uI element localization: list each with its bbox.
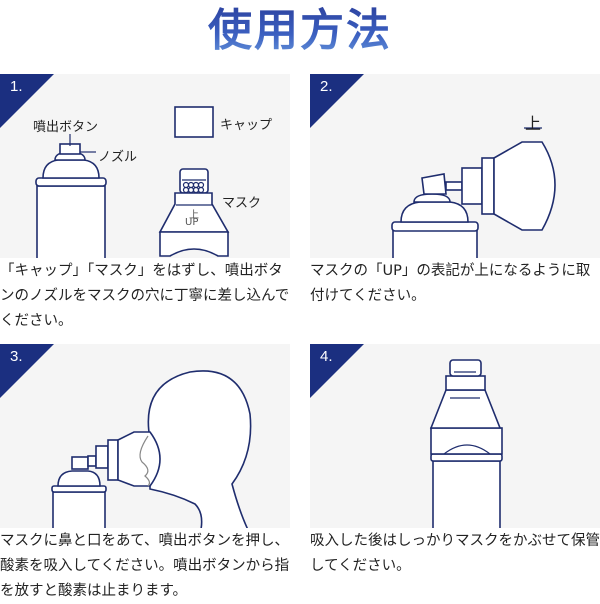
capped-can-icon — [429, 359, 503, 528]
step-1-description: 「キャップ」「マスク」をはずし、噴出ボタンのノズルをマスクの穴に丁寧に差し込んで… — [0, 263, 290, 329]
step-number: 1. — [10, 78, 23, 95]
step-4-description: 吸入した後はしっかりマスクをかぶせて保管してください。 — [310, 533, 600, 574]
inhaling-person-icon — [51, 370, 252, 528]
step-number-badge — [310, 74, 364, 128]
step-number-badge — [310, 344, 364, 398]
step-4-illustration: 4. — [310, 344, 600, 528]
label-cap: キャップ — [220, 118, 273, 133]
label-button: 噴出ボタン — [33, 120, 99, 135]
can-and-parts-icon — [35, 106, 230, 258]
label-nozzle: ノズル — [98, 150, 138, 165]
mask-up-kanji: 上 — [189, 210, 199, 221]
step-2-description: マスクの「UP」の表記が上になるように取付けてください。 — [310, 263, 591, 304]
step-number-badge — [0, 344, 54, 398]
step-number: 2. — [320, 78, 333, 95]
mask-up-label: UP — [185, 217, 199, 228]
step-2-illustration: 2. 上 — [310, 74, 600, 258]
step-number-badge — [0, 74, 54, 128]
page-title: 使用方法 — [0, 0, 600, 62]
mask-attached-icon — [391, 127, 556, 258]
step-3-description: マスクに鼻と口をあて、噴出ボタンを押し、酸素を吸入してください。噴出ボタンから指… — [0, 533, 290, 599]
step-number: 3. — [10, 348, 23, 365]
step-number: 4. — [320, 348, 333, 365]
step-3-illustration: 3. — [0, 344, 290, 528]
label-mask: マスク — [222, 196, 262, 211]
up-kanji-label: 上 — [525, 114, 542, 133]
step-1-illustration: 1. 噴出ボタン ノズル キャップ マスク 上 UP — [0, 74, 290, 258]
